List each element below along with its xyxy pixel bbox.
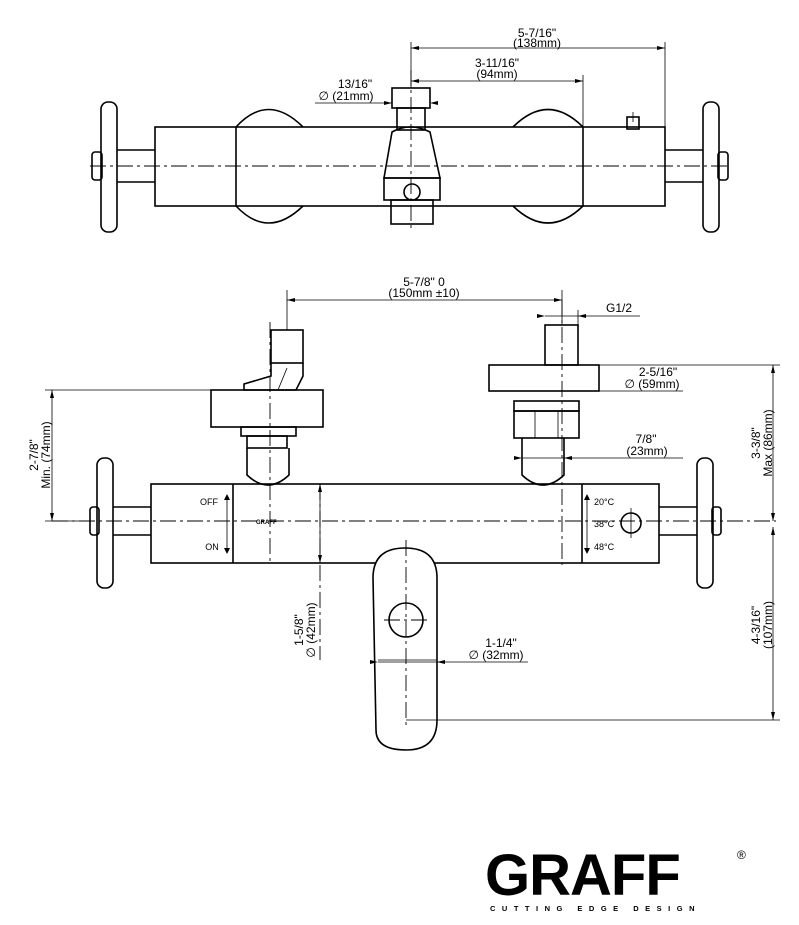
dim-spout-drop-line1: 4-3/16": [749, 606, 763, 644]
dim-thread-label: G1/2: [606, 301, 632, 315]
dim-max-height-line2: Max (86mm): [761, 409, 775, 476]
left-flange-top: [100, 101, 118, 233]
handle-off-label: OFF: [200, 497, 218, 507]
dim-offset-line1: 3-11/16": [475, 56, 519, 70]
dim-flange-line2: ∅ (59mm): [624, 377, 679, 391]
dim-min-height-line1: 2-7/8": [27, 439, 41, 471]
left-escutcheon: [210, 389, 324, 428]
graff-logo: GRAFF ® CUTTING EDGE DESIGN: [485, 843, 746, 913]
dim-flange-line1: 2-5/16": [639, 365, 677, 379]
dim-outlet-line2: ∅ (21mm): [318, 89, 373, 103]
dim-overall-line2: (138mm): [513, 36, 561, 50]
dim-spout-line2: ∅ (32mm): [468, 648, 523, 662]
dim-nut-line1: 7/8": [636, 432, 657, 446]
top-view: 5-7/16" (138mm) 3-11/16" (94mm) 13/16" ∅…: [90, 26, 729, 233]
dim-body-line2: ∅ (42mm): [304, 602, 318, 657]
right-inlet: [488, 300, 600, 565]
dim-centers-line2: (150mm ±10): [388, 286, 459, 300]
temp-38-label: 38°C: [594, 519, 615, 529]
dim-overall-line1: 5-7/16": [518, 26, 556, 40]
dim-body-line1: 1-5/8": [292, 614, 306, 646]
temp-48-label: 48°C: [594, 542, 615, 552]
logo-wordmark: GRAFF: [485, 843, 680, 908]
logo-tagline: CUTTING EDGE DESIGN: [490, 904, 701, 913]
right-flange-front: [696, 457, 714, 589]
dim-nut-line2: (23mm): [626, 444, 667, 458]
handle-on-label: ON: [205, 542, 219, 552]
dim-offset-line2: (94mm): [476, 67, 517, 81]
dim-spout-line1: 1-1/4": [485, 636, 517, 650]
right-flange-top: [702, 101, 720, 233]
right-escutcheon: [488, 364, 600, 392]
dim-spout-drop-line2: (107mm): [761, 601, 775, 649]
dim-outlet-line1: 13/16": [338, 77, 372, 91]
dim-max-height-line1: 3-3/8": [749, 427, 763, 459]
spout: [372, 540, 438, 751]
logo-registered-mark: ®: [737, 848, 746, 862]
dim-min-height-line2: Min. (74mm): [39, 421, 53, 488]
body-brand-label: GRAFF: [256, 520, 277, 526]
dim-centers-line1: 5-7/8" 0: [403, 275, 445, 289]
left-inlet: [210, 322, 324, 565]
valve-body-top: [154, 126, 666, 207]
left-flange-front: [96, 457, 114, 589]
front-view: OFF ON GRAFF 20°C 38°C 48°C 5-7/8" 0: [27, 275, 780, 751]
temp-20-label: 20°C: [594, 497, 615, 507]
